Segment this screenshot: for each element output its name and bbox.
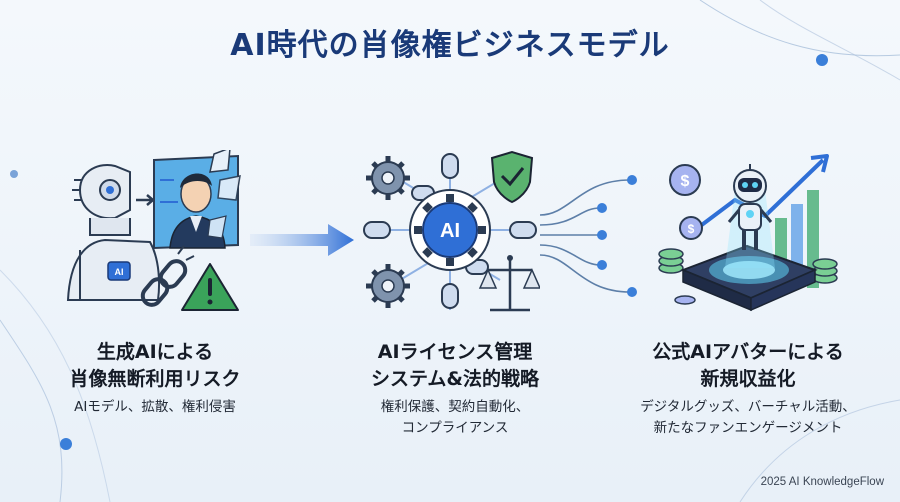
scales-icon bbox=[478, 255, 540, 312]
column-3-desc-line: 新たなファンエンゲージメント bbox=[653, 420, 843, 436]
broken-chain-icon bbox=[140, 245, 195, 307]
ai-avatar-robot-icon bbox=[727, 164, 773, 250]
svg-text:$: $ bbox=[688, 222, 695, 236]
column-2-description: 権利保護、契約自動化、 コンプライアンス bbox=[305, 397, 605, 439]
flow-arrow-icon bbox=[250, 224, 354, 256]
column-1-title-line: 生成AIによる bbox=[96, 341, 214, 363]
column-3-description: デジタルグッズ、バーチャル活動、 新たなファンエンゲージメント bbox=[598, 397, 898, 439]
gear-icon bbox=[366, 264, 410, 308]
connector-dot bbox=[597, 203, 607, 213]
connector-dot bbox=[627, 287, 637, 297]
robot-icon: AI bbox=[66, 164, 160, 301]
ai-avatar-monetization-illustration: $ $ bbox=[658, 154, 838, 312]
column-2-desc-line: コンプライアンス bbox=[401, 420, 509, 436]
dollar-coin-icon: $ bbox=[679, 216, 703, 240]
footer-credit: 2025 AI KnowledgeFlow bbox=[760, 476, 884, 488]
column-3-desc-line: デジタルグッズ、バーチャル活動、 bbox=[640, 399, 856, 415]
column-2-title: AIライセンス管理 システム&法的戦略 bbox=[305, 339, 605, 393]
warning-icon bbox=[181, 263, 239, 311]
column-2-desc-line: 権利保護、契約自動化、 bbox=[380, 399, 530, 415]
column-1-description: AIモデル、拡散、権利侵害 bbox=[5, 397, 305, 418]
gear-icon bbox=[366, 156, 410, 200]
decor-dot bbox=[10, 170, 18, 178]
connector-lines bbox=[540, 175, 637, 297]
column-3-title-line: 公式AIアバターによる bbox=[652, 341, 844, 363]
chain-link-icon bbox=[363, 153, 537, 309]
ai-hub-label: AI bbox=[440, 220, 460, 242]
ai-hub-icon: AI bbox=[409, 189, 491, 271]
connector-dot bbox=[597, 260, 607, 270]
ai-risk-illustration: AI bbox=[66, 150, 241, 311]
face-portrait-icon bbox=[153, 150, 241, 250]
shield-check-icon bbox=[490, 150, 534, 204]
column-3-title-line: 新規収益化 bbox=[700, 368, 796, 390]
coin-stack-icon bbox=[658, 248, 838, 305]
ai-license-system-illustration: AI bbox=[363, 150, 540, 312]
page-title: AI時代の肖像権ビジネスモデル bbox=[230, 28, 670, 63]
svg-text:$: $ bbox=[681, 173, 690, 190]
column-1-title: 生成AIによる 肖像無断利用リスク bbox=[5, 339, 305, 393]
small-arrow-icon bbox=[136, 194, 155, 206]
column-1-title-line: 肖像無断利用リスク bbox=[69, 368, 241, 390]
column-3-title: 公式AIアバターによる 新規収益化 bbox=[598, 339, 898, 393]
decor-dot bbox=[60, 438, 72, 450]
column-2-title-line: AIライセンス管理 bbox=[377, 341, 533, 363]
dollar-coin-icon: $ bbox=[669, 164, 701, 196]
connector-dot bbox=[597, 230, 607, 240]
column-1-desc-line: AIモデル、拡散、権利侵害 bbox=[74, 399, 236, 415]
platform-icon bbox=[680, 244, 818, 312]
robot-ai-chip-label: AI bbox=[115, 267, 124, 277]
connector-dot bbox=[627, 175, 637, 185]
column-2-title-line: システム&法的戦略 bbox=[371, 368, 539, 390]
